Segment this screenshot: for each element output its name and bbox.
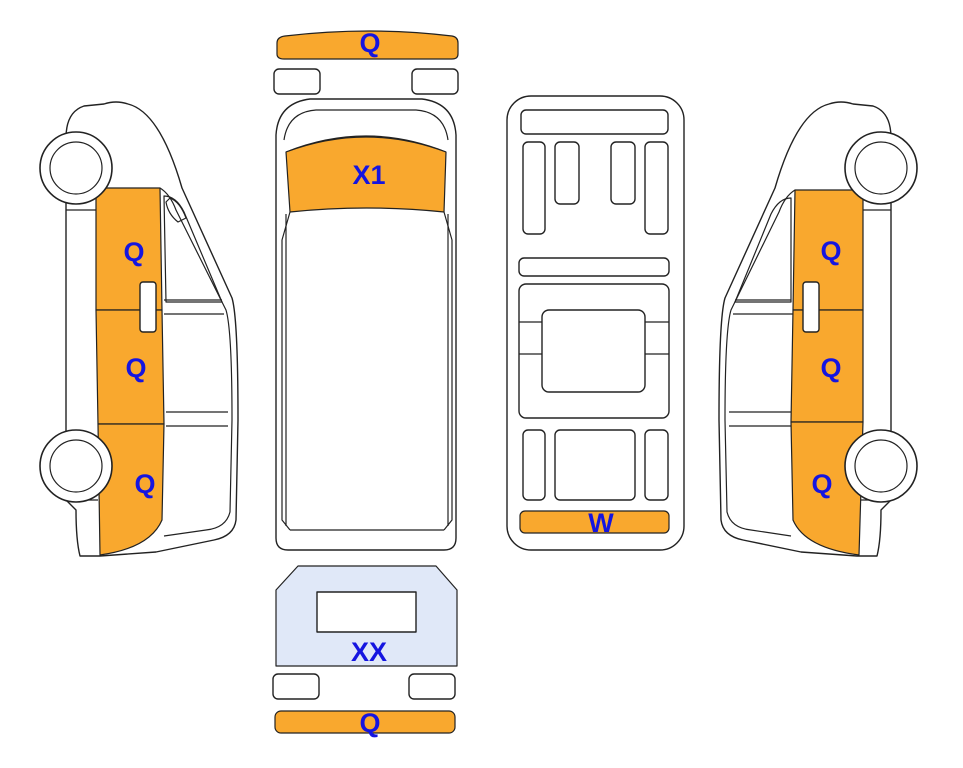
left-front-wheel-inner	[49, 141, 103, 195]
right-side-view	[718, 101, 918, 557]
underside-part	[541, 309, 646, 393]
underside-part	[610, 141, 636, 205]
left-rear-wheel	[39, 429, 113, 503]
right-rear-panel[interactable]	[790, 421, 864, 556]
left-side-view	[39, 101, 239, 557]
top-view	[273, 30, 459, 551]
rear-right-light	[408, 673, 456, 700]
underside-lines	[519, 321, 669, 355]
left-rear-label: Q	[134, 469, 155, 499]
underside-rear-label: W	[588, 508, 614, 538]
front-left-light	[273, 68, 321, 95]
right-side-lines	[724, 189, 796, 537]
underside-part	[518, 257, 670, 277]
right-window-frame	[734, 197, 792, 303]
left-side-lines	[159, 187, 233, 537]
front-right-light	[411, 68, 459, 95]
underside-part	[554, 429, 636, 501]
rear-bumper-panel[interactable]	[274, 710, 456, 734]
front-bumper-label: Q	[359, 28, 380, 58]
underside-part	[522, 141, 546, 235]
left-frame-bars	[164, 299, 228, 427]
rear-left-light	[272, 673, 320, 700]
rear-window	[316, 591, 417, 633]
rear-door-label: XX	[351, 637, 387, 667]
hood-label: X1	[352, 160, 385, 190]
labels: Q X1 Q Q Q W Q Q Q XX Q	[123, 28, 841, 738]
right-front-wheel-inner	[854, 141, 908, 195]
left-door-handle	[139, 281, 157, 333]
top-body-outline	[275, 98, 457, 551]
underside-part	[554, 141, 580, 205]
left-rear-panel[interactable]	[97, 423, 165, 556]
top-body-inner	[283, 109, 449, 141]
underside-part	[522, 429, 546, 501]
right-middle-label: Q	[820, 353, 841, 383]
rear-bumper-label: Q	[359, 708, 380, 738]
underside-view	[506, 95, 685, 551]
underside-rear-panel[interactable]	[519, 510, 670, 534]
underside-part	[644, 429, 669, 501]
left-front-door-label: Q	[123, 237, 144, 267]
left-mirror	[165, 197, 187, 223]
right-front-wheel	[844, 131, 918, 205]
front-bumper-panel[interactable]	[276, 30, 459, 60]
left-middle-label: Q	[125, 353, 146, 383]
rear-view	[272, 565, 458, 734]
right-rear-wheel-inner	[854, 439, 908, 493]
right-front-door-label: Q	[820, 236, 841, 266]
right-frame-bars	[729, 299, 793, 427]
right-rear-wheel	[844, 429, 918, 503]
left-front-wheel	[39, 131, 113, 205]
underside-part	[644, 141, 669, 235]
right-door-handle	[802, 281, 820, 333]
underside-part	[520, 109, 669, 135]
right-rear-label: Q	[811, 469, 832, 499]
left-rear-wheel-inner	[49, 439, 103, 493]
